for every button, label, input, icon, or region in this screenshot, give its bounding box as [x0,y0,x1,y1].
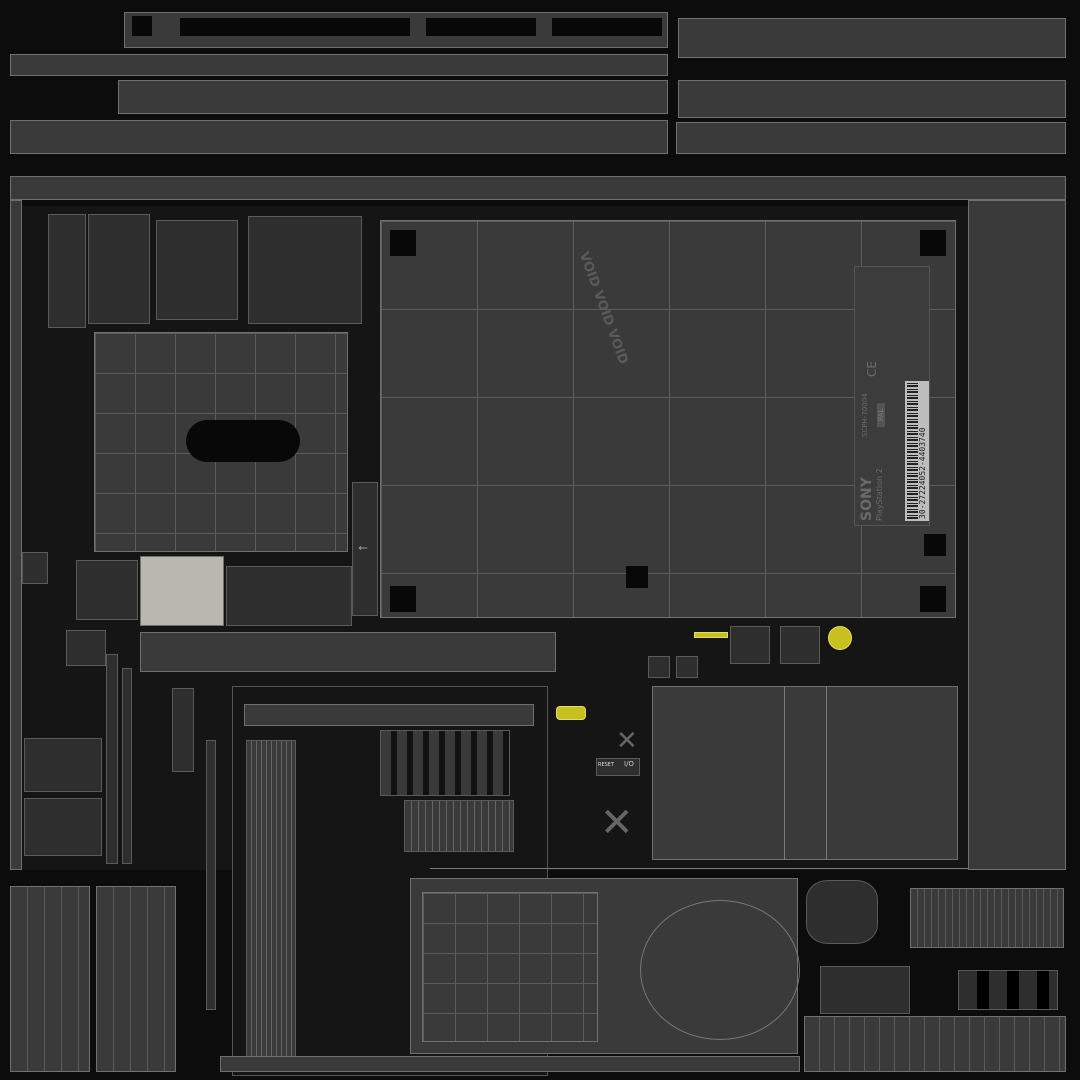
uv-strip-right-2 [678,80,1066,118]
uv-port [156,220,238,320]
uv-block [96,886,176,1072]
uv-part [22,552,48,584]
uv-port [248,216,362,324]
uv-side-panel [652,686,958,860]
uv-chip [730,626,770,664]
uv-hole [180,18,410,36]
uv-part [24,798,102,856]
barcode-number: 30-27224052-4403740 [918,427,927,519]
uv-foot [390,586,416,612]
uv-strip [122,668,132,864]
uv-slot [186,420,300,462]
uv-part [172,688,194,772]
uv-yellow-disc [828,626,852,650]
uv-connector [48,214,86,328]
uv-part [66,630,106,666]
uv-strip-right-1 [678,18,1066,58]
uv-bar [140,632,556,672]
uv-foot [920,586,946,612]
uv-hole [552,18,662,36]
cross-mark: ✕ [616,726,638,756]
uv-bar [244,704,534,726]
region-text: PAL [877,402,885,427]
uv-edge [784,686,785,860]
model-text: SCPH-70004 [861,393,869,437]
brand-text: SONY [859,477,875,521]
uv-foot [390,230,416,256]
uv-part [76,560,138,620]
uv-strip-group [380,730,510,796]
uv-edge [430,868,968,869]
uv-frame-top [10,176,1066,200]
uv-yellow-part [556,706,586,720]
uv-part [24,738,102,792]
barcode: 30-27224052-4403740 [905,381,929,521]
usb-icon: ⭠ [358,540,368,554]
uv-frame-left [10,200,22,870]
ce-mark: CE [865,361,879,377]
uv-block [804,1016,1066,1072]
uv-tray-inner [422,892,598,1042]
uv-foot [924,534,946,556]
uv-strip-top-2 [10,54,668,76]
uv-gear [806,880,878,944]
uv-chip [648,656,670,678]
uv-part [820,966,910,1014]
uv-strip-group [246,740,296,1060]
uv-block [10,886,90,1072]
uv-hole [426,18,536,36]
uv-chip [780,626,820,664]
uv-edge [826,686,827,860]
uv-port [88,214,150,324]
uv-part [226,566,352,626]
uv-frame-right [968,200,1066,870]
product-label: SONY PlayStation 2 SCPH-70004 PAL CE 30-… [854,266,930,526]
uv-strip-group [404,800,514,852]
reset-text: RESET [598,762,615,768]
uv-chip [676,656,698,678]
uv-strip [206,740,216,1010]
uv-disc-outline [640,900,800,1040]
uv-bar [220,1056,800,1072]
cross-mark: ✕ [600,800,634,846]
uv-usb-panel [352,482,378,616]
uv-strip-right-3 [676,122,1066,154]
uv-hole [132,16,152,36]
uv-yellow-strip [694,632,728,638]
uv-part [958,970,1058,1010]
uv-part-light [140,556,224,626]
product-text: PlayStation 2 [875,468,884,521]
uv-button-panel [596,758,640,776]
power-text: I/O [624,760,634,768]
uv-strip-top-4 [10,120,668,154]
uv-strip-top-3 [118,80,668,114]
uv-strip [106,654,118,864]
uv-foot [920,230,946,256]
uv-foot [626,566,648,588]
uv-block [910,888,1064,948]
